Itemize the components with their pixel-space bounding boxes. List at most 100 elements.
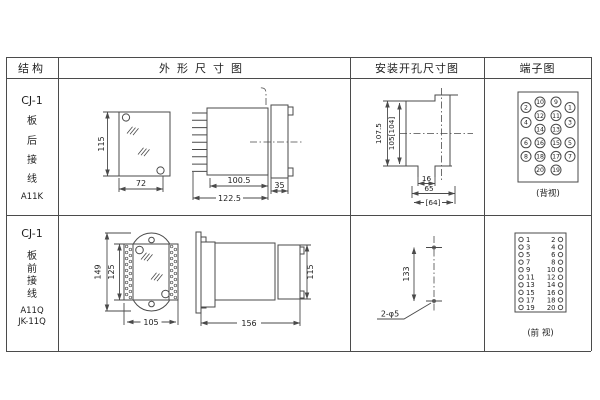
terminal-circle [518,251,524,258]
dim-front-width: 72 [136,179,146,188]
strip-terminal-dot [124,280,129,285]
terminal-number: 2 [524,105,528,112]
rear-section [277,244,301,300]
terminal-number: 14 [547,281,556,289]
terminal-number: 17 [552,154,560,161]
screw-circle [135,245,144,255]
dim-front-height-inner: 125 [107,264,116,279]
table-top-border [6,57,591,58]
terminal-circle [518,304,524,311]
terminal-number: 1 [526,236,530,244]
strip-terminal-dot [128,289,133,294]
strip-terminal-dot [173,253,178,258]
structure-code: A11Q [20,306,44,316]
terminal-circle [534,150,546,162]
dim-hole-spacing: 133 [402,266,411,281]
terminal-circle [564,150,576,162]
dim-front-height-outer: 149 [94,264,103,279]
strip-terminal-dot [128,277,133,282]
terminal-circle [520,102,532,113]
dim-body-depth: 100.5 [228,176,251,185]
relay-body [123,243,179,301]
strip-terminal-dot [173,289,178,294]
terminal-circle [557,274,564,280]
terminal-number: 6 [524,140,528,147]
strip-terminal-dot [173,295,178,300]
strip-terminal-dot [128,295,133,300]
terminal-circle [557,282,564,288]
strip-terminal-dot [124,262,129,267]
outline-front-view-rear-wiring: 115 72 [97,111,171,192]
header-structure: 结构 [18,61,46,75]
table-header-divider [6,78,591,79]
screw-circle [121,113,131,122]
terminal-circle [557,259,564,265]
terminal-circle [557,236,564,243]
relay-body [214,242,276,301]
terminal-number: 6 [551,251,555,259]
structure-wiring-char: 板 [27,116,37,127]
strip-terminal-dot [124,286,129,291]
terminal-circle [557,267,564,273]
terminal-circle [564,137,576,149]
handle-centerline [259,87,267,105]
terminal-strips [124,244,178,300]
table-right-border [591,57,592,351]
terminal-circle [557,304,564,311]
dim-cutout-width: 65 [424,184,433,193]
table-col-divider-3 [484,57,485,351]
structure-wiring-char: 前 [27,263,37,275]
dim-side-height: 115 [306,264,315,279]
structure-wiring-char: 线 [27,174,37,185]
leader-line [377,302,432,320]
install-cutout-drawing: 107.5 105[104] 16 65 [64] [374,88,473,207]
terminal-circle [564,102,576,113]
terminal-number: 10 [547,266,556,274]
strip-terminal-dot [173,277,178,282]
strip-terminal-dot [124,250,129,255]
table-col-divider-1 [58,57,59,351]
dim-front-width: 105 [143,318,158,327]
strip-terminal-dot [169,256,174,261]
terminal-circle [557,297,564,303]
terminal-number: 3 [568,120,572,127]
dim-flange-depth: 35 [274,181,284,190]
strip-terminal-dot [128,283,133,288]
terminal-circle [518,259,524,265]
terminal-circle [550,150,562,162]
terminal-number: 4 [524,120,528,127]
strip-terminal-dot [128,253,133,258]
terminal-number: 11 [552,113,560,120]
table-bottom-border [6,351,591,352]
terminal-number: 18 [536,154,544,161]
terminal-number: 12 [547,274,556,282]
terminal-circle [557,289,564,296]
terminal-number: 5 [568,140,572,147]
terminal-number: 3 [526,243,530,251]
dim-side-depth: 156 [241,319,256,328]
strip-terminal-dot [173,259,178,264]
terminal-circle [534,110,546,122]
table-col-divider-2 [350,57,351,351]
panel-plate [195,231,202,314]
terminal-circle [550,123,562,135]
terminal-number: 13 [526,281,535,289]
strip-terminal-dot [173,283,178,288]
strip-terminal-dot [169,292,174,297]
structure-model-row2: CJ-1 [21,227,43,240]
terminal-pins [192,112,207,172]
hole-spec-label: 2-φ5 [381,310,399,319]
strip-terminal-dot [124,274,129,279]
terminal-circle [550,164,562,176]
strip-terminal-dot [124,268,129,273]
terminal-number: 19 [526,304,535,312]
terminal-circle [518,244,524,250]
structure-code: JK-11Q [18,317,46,327]
terminal-number: 15 [526,289,535,297]
centerline [400,88,473,181]
strip-terminal-dot [124,256,129,261]
terminal-circle [534,164,546,176]
